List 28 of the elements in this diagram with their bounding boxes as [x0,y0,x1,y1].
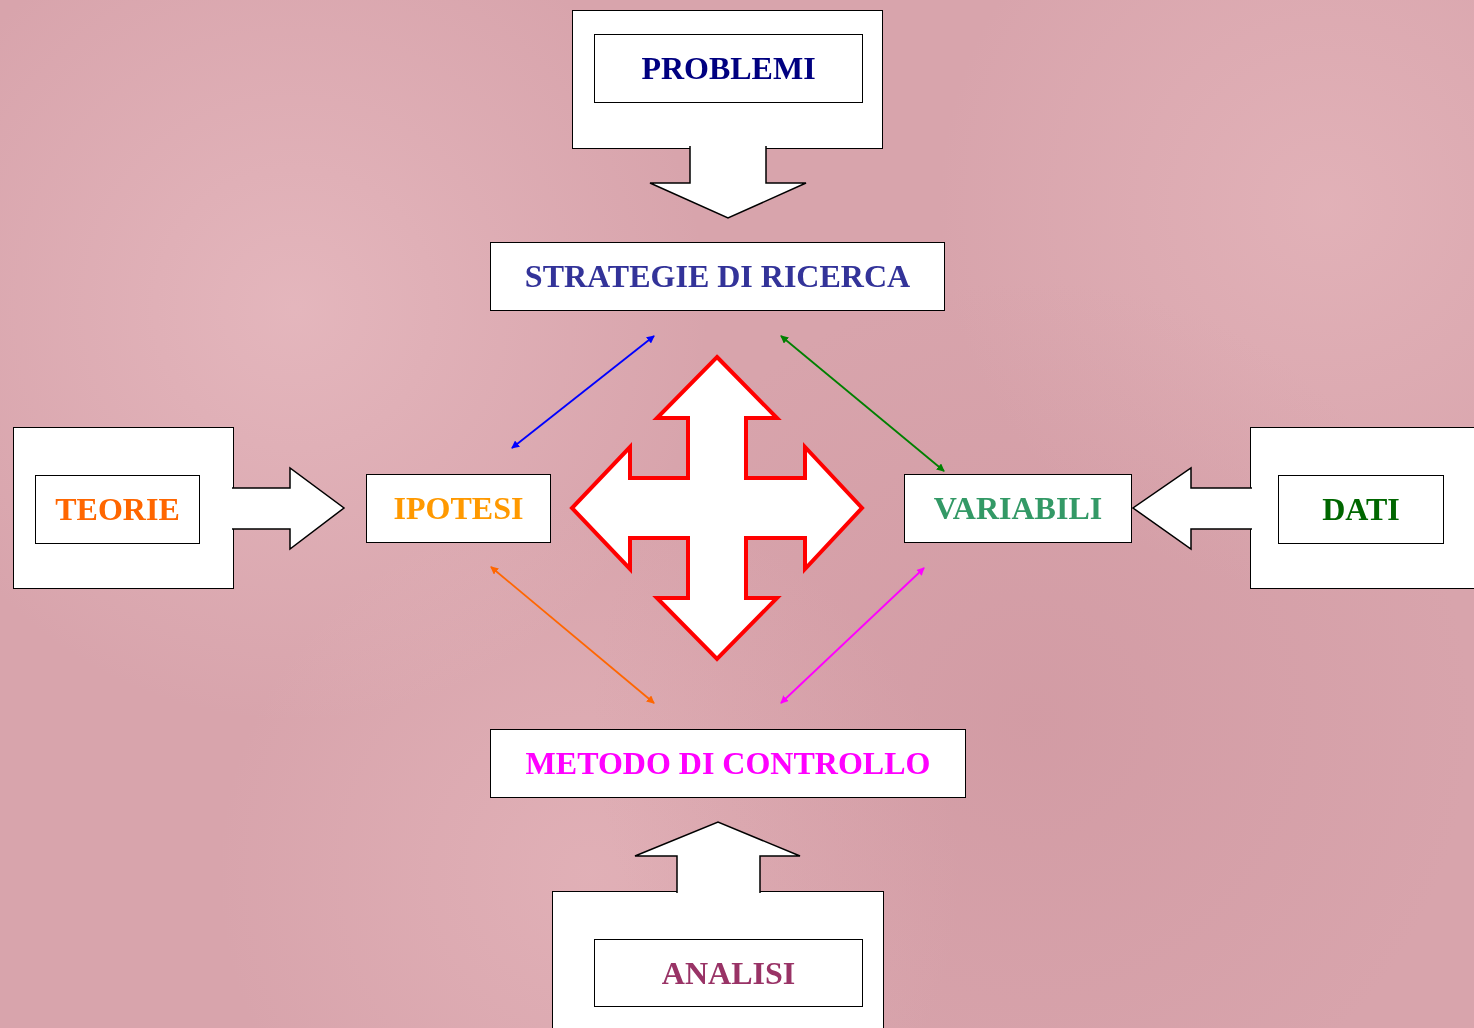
label-box [1278,475,1444,544]
label-box [904,474,1132,543]
double-arrow [511,335,655,449]
box-label: IPOTESI [393,490,524,527]
box-label: ANALISI [661,954,796,992]
label-box [366,474,551,543]
callout-box [13,427,234,589]
label-box [35,475,200,544]
box-label: DATI [1322,491,1400,528]
label-box [594,939,863,1007]
box-label: PROBLEMI [641,50,816,87]
label-box [490,242,945,311]
box-label: STRATEGIE DI RICERCA [524,258,911,295]
box-label: TEORIE [55,491,180,528]
callout-box [552,891,884,1028]
box-label: METODO DI CONTROLLO [525,745,931,782]
block-arrow [231,466,346,551]
box-label: VARIABILI [933,490,1103,527]
callout-box [1250,427,1474,589]
block-arrow [634,821,801,894]
label-box [594,34,863,103]
block-arrow [1131,466,1253,551]
block-arrow [649,145,807,219]
label-box [490,729,966,798]
double-arrow [490,566,655,704]
double-arrow [780,567,925,704]
callout-box [572,10,883,149]
double-arrow [780,335,945,472]
